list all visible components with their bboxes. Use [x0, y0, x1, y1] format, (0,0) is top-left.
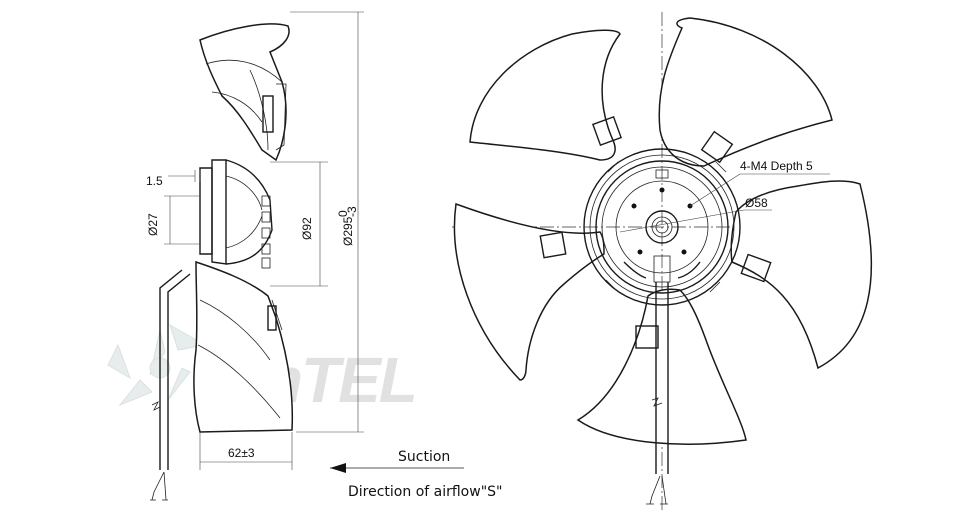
dim-hub-diameter-label: Ø27: [146, 213, 160, 236]
front-blade-tabs: [539, 116, 772, 349]
dim-fan-diameter-tol-lower: -3: [345, 206, 359, 217]
side-blade-bottom: [193, 260, 294, 433]
shaft-bore: [645, 210, 679, 244]
front-view: 4-M4 Depth 5 Ø58: [452, 12, 873, 510]
front-hub: [583, 148, 741, 306]
side-tab-top: [262, 95, 274, 133]
side-tab-bottom: [267, 305, 277, 331]
dim-fan-diameter-label: Ø295: [341, 216, 355, 246]
dim-hub-offset-label: 1.5: [146, 174, 163, 188]
blade-left: [453, 202, 605, 381]
blade-top-right: [658, 17, 833, 167]
dim-mount-diameter-label: Ø92: [300, 217, 314, 240]
callout-bolt-circle: Ø58: [619, 196, 772, 233]
airflow-indicator: Suction Direction of airflow"S": [330, 449, 502, 500]
airflow-direction-label: Direction of airflow"S": [348, 484, 502, 500]
side-cooling-fins: [261, 195, 271, 269]
suction-label: Suction: [398, 449, 450, 465]
airflow-arrow-icon: [330, 463, 346, 473]
callout-threads-label: 4-M4 Depth 5: [740, 159, 813, 173]
blade-top-left: [469, 29, 621, 161]
callout-circle-label: Ø58: [745, 196, 768, 210]
front-cable: [655, 282, 669, 474]
callout-mounting-threads: 4-M4 Depth 5: [689, 159, 830, 207]
side-view: 1.5 Ø27 Ø92 Ø295 0 -3: [146, 11, 364, 501]
dim-fan-diameter-tol-upper: 0: [336, 210, 350, 217]
dim-depth: 62±3: [199, 432, 293, 470]
side-blade-top: [199, 23, 290, 162]
blade-right: [730, 180, 873, 370]
dim-fan-diameter: Ø295 0 -3: [290, 11, 364, 433]
bolt-circle: [615, 180, 709, 274]
dim-hub-offset: 1.5: [146, 170, 201, 188]
blade-bottom: [576, 288, 747, 445]
side-cable: [159, 269, 191, 470]
side-hub: [211, 159, 227, 265]
dim-hub-diameter: Ø27: [146, 195, 200, 245]
dim-mount-diameter: Ø92: [270, 161, 328, 287]
dim-depth-label: 62±3: [228, 446, 255, 460]
front-blades: [453, 17, 873, 445]
